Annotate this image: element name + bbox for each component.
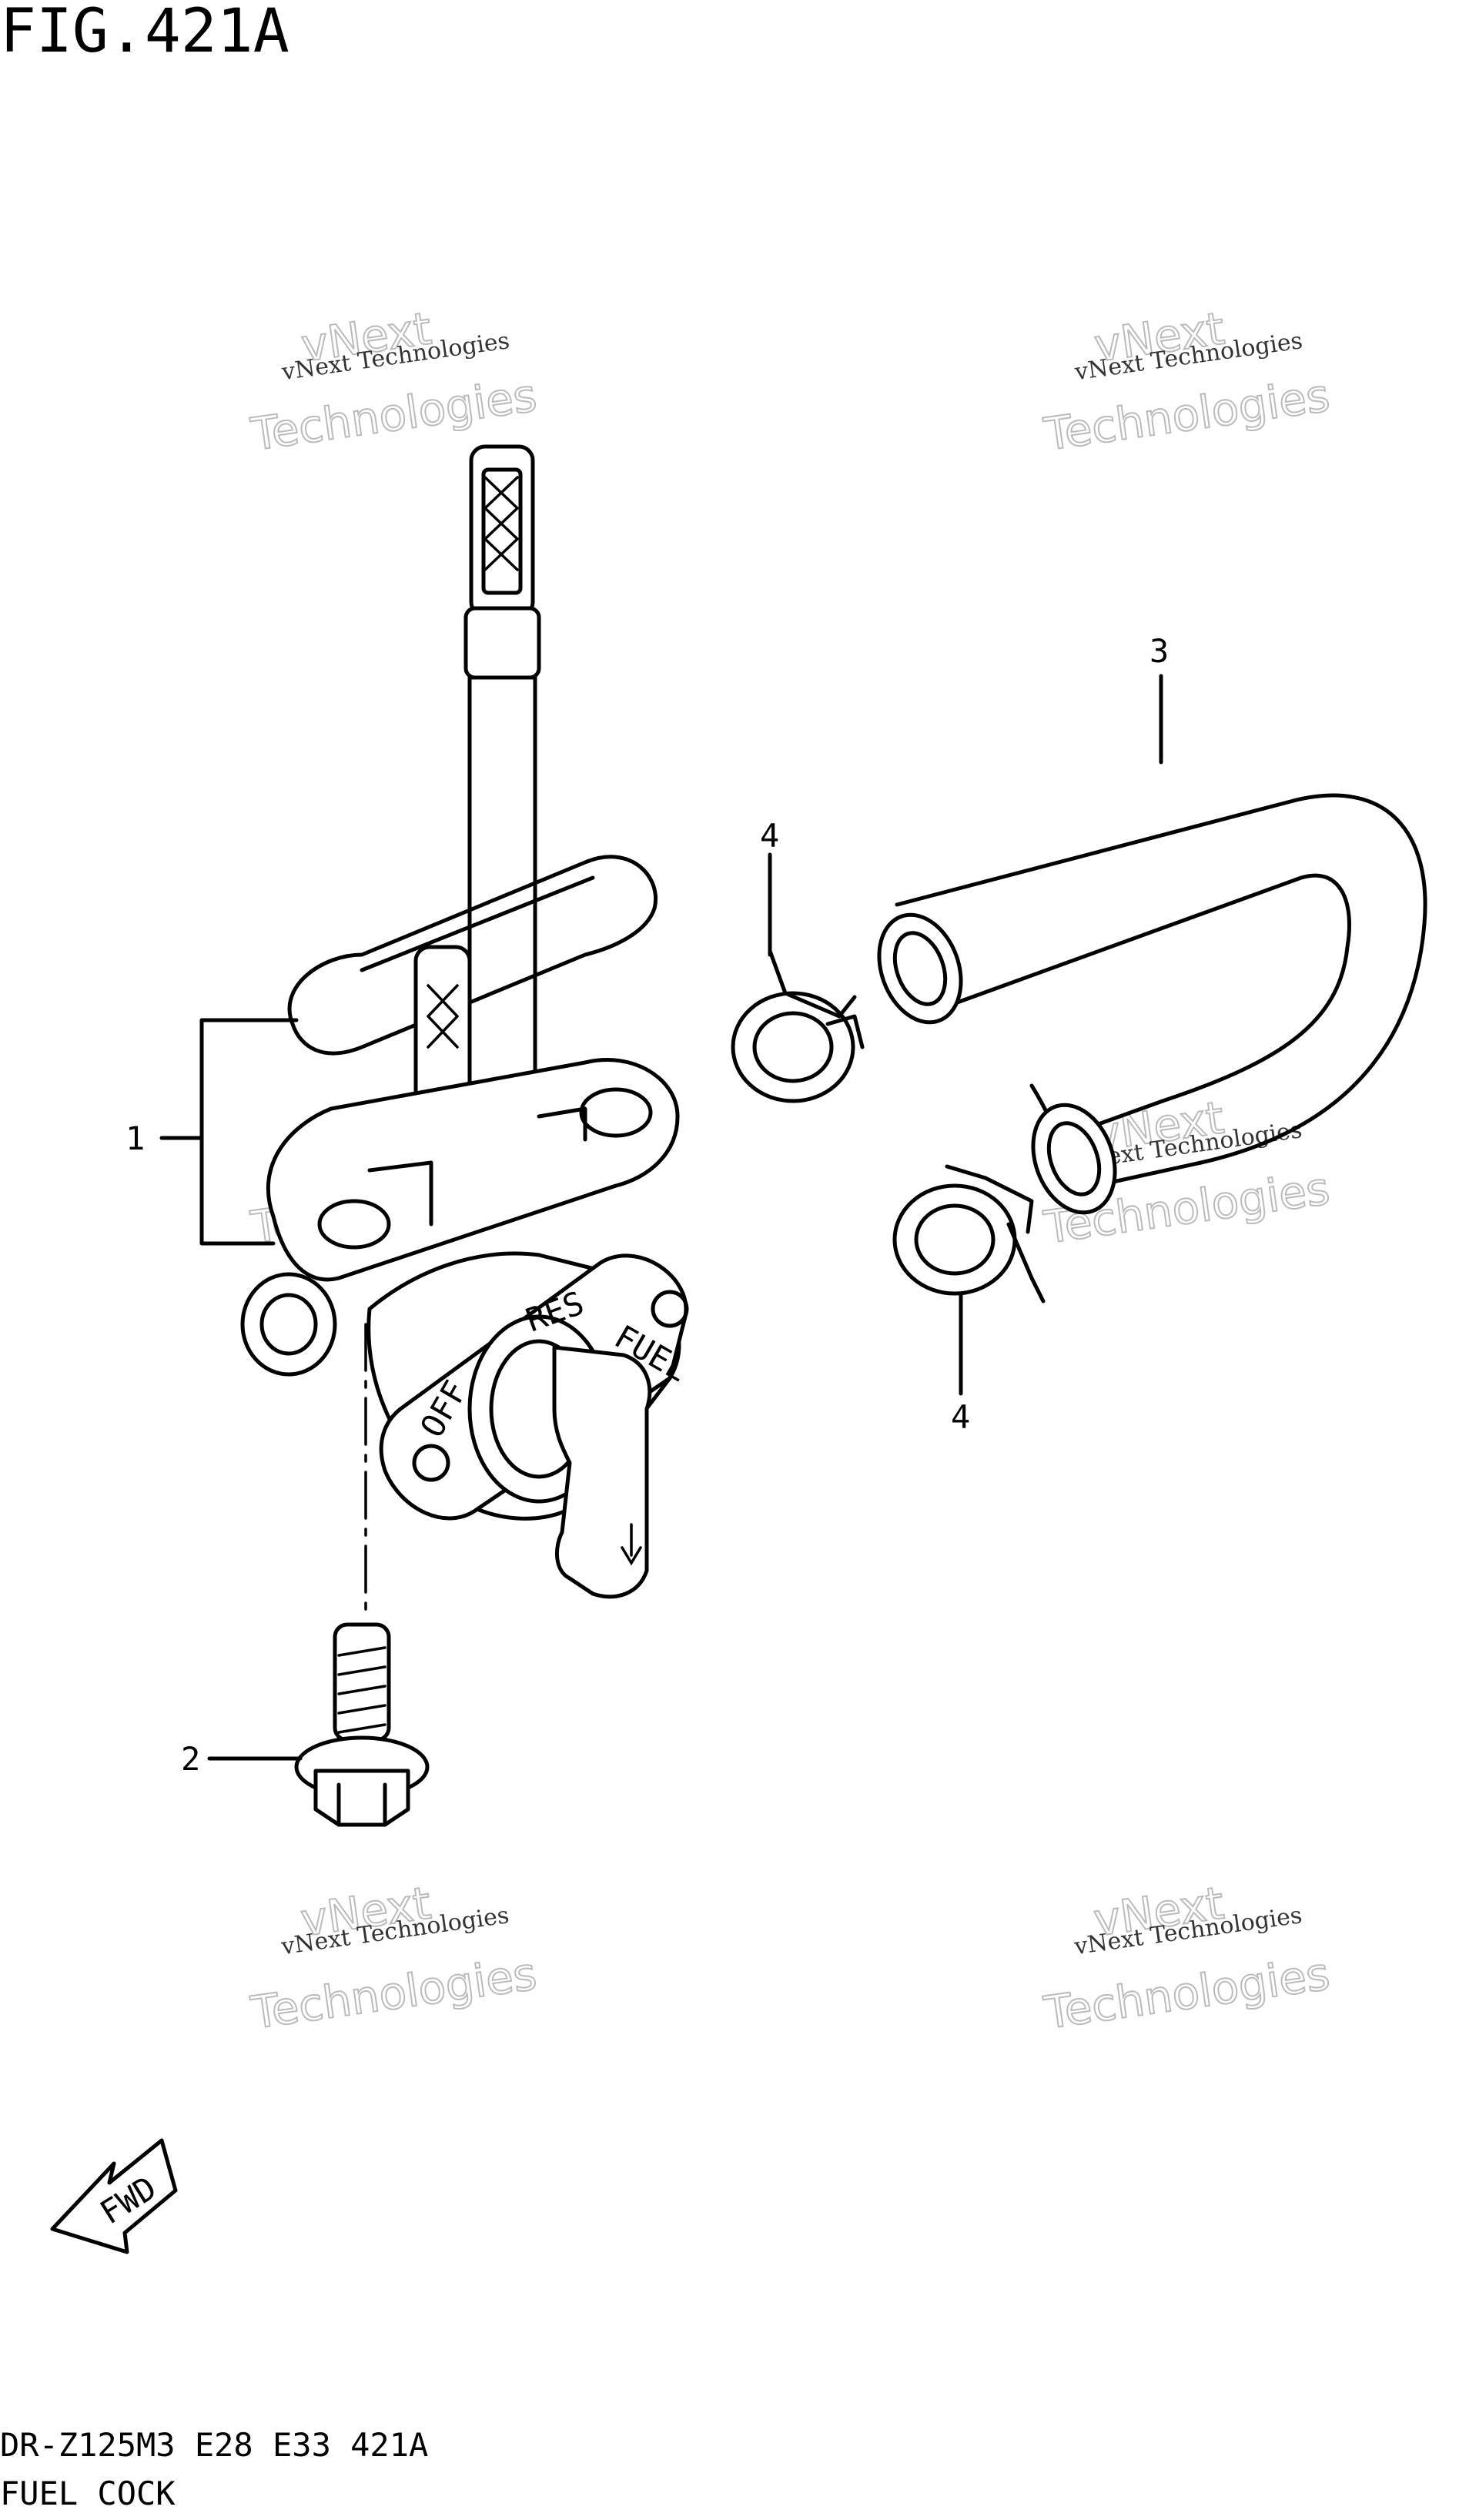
fuel-hose bbox=[877, 793, 1427, 1215]
figure-title: FIG.421A bbox=[0, 0, 289, 66]
watermark-bottom-left: vNext Technologies vNext Technologies bbox=[247, 1876, 540, 2040]
hose-clip-lower bbox=[892, 1164, 1046, 1304]
watermark-top-left: vNext Technologies vNext Technologies bbox=[247, 301, 540, 461]
callout-4-upper: 4 bbox=[760, 817, 779, 855]
watermark-bottom-right: vNext Technologies vNext Technologies bbox=[1040, 1876, 1334, 2040]
callout-2: 2 bbox=[181, 1740, 200, 1778]
hose-clip-upper bbox=[731, 949, 865, 1103]
svg-text:Technologies: Technologies bbox=[248, 1947, 540, 2039]
callout-1: 1 bbox=[125, 1119, 145, 1157]
callout-3: 3 bbox=[1149, 632, 1169, 670]
svg-text:Technologies: Technologies bbox=[1041, 1947, 1333, 2039]
fwd-arrow-icon: FWD bbox=[50, 2138, 178, 2254]
figure-name: FUEL COCK bbox=[0, 2475, 176, 2512]
callout-leaders bbox=[159, 674, 1163, 1761]
model-code: DR-Z125M3 E28 E33 421A bbox=[0, 2426, 429, 2464]
flange-bolt bbox=[294, 1622, 430, 1827]
callout-4-lower: 4 bbox=[951, 1398, 970, 1436]
fuel-cock-assembly: RES FUEL OFF bbox=[240, 444, 694, 1611]
watermark-top-right: vNext Technologies vNext Technologies bbox=[1040, 301, 1334, 461]
